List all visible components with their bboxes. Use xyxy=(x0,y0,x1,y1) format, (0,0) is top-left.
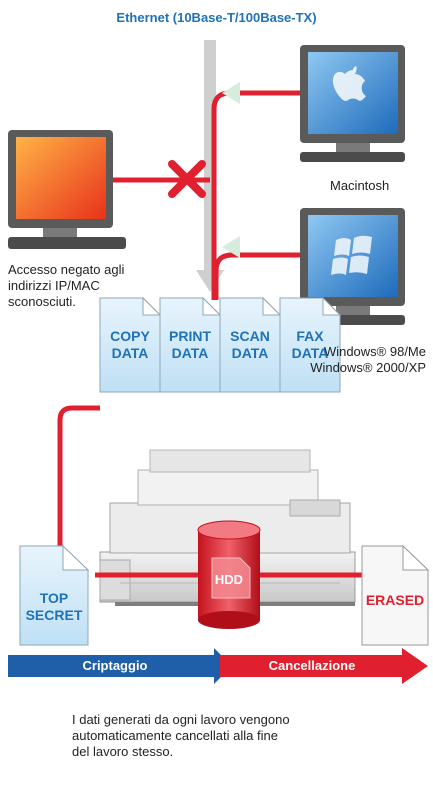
windows-connection xyxy=(213,236,300,300)
erased-document-icon xyxy=(361,544,430,646)
erased-label: ERASED xyxy=(365,592,425,608)
hdd-icon xyxy=(197,520,261,629)
encryption-label: Criptaggio xyxy=(82,658,148,673)
mac-label: Macintosh xyxy=(330,178,390,193)
blocked-x-icon xyxy=(168,160,206,198)
windows-label: Windows® 98/Me Windows® 2000/XP xyxy=(286,344,426,376)
encryption-link xyxy=(57,405,100,555)
mac-connection xyxy=(211,82,300,300)
doc-line1: PRINT xyxy=(169,328,211,344)
diagram-title: Ethernet (10Base-T/100Base-TX) xyxy=(116,10,317,25)
doc-line2: DATA xyxy=(111,345,149,361)
print-data-label: PRINT DATA xyxy=(160,328,220,362)
top-secret-line1: TOP xyxy=(39,590,69,606)
doc-line2: DATA xyxy=(231,345,269,361)
fax-data-label: FAX DATA xyxy=(280,328,340,362)
doc-line1: FAX xyxy=(296,328,324,344)
encryption-arrow xyxy=(8,648,232,684)
mac-computer-icon xyxy=(300,45,405,162)
footer-line1: I dati generati da ogni lavoro vengono xyxy=(72,712,290,727)
footer-line3: del lavoro stesso. xyxy=(72,744,174,759)
top-secret-label: TOP SECRET xyxy=(20,590,88,624)
windows-label-line2: Windows® 2000/XP xyxy=(310,360,426,375)
footer-description: I dati generati da ogni lavoro vengono a… xyxy=(72,712,372,760)
doc-line1: SCAN xyxy=(230,328,270,344)
denied-line1: Accesso negato agli xyxy=(8,262,125,277)
deletion-arrow xyxy=(220,648,428,684)
access-denied-label: Accesso negato agli indirizzi IP/MAC sco… xyxy=(8,262,178,310)
doc-line2: DATA xyxy=(171,345,209,361)
scan-data-label: SCAN DATA xyxy=(220,328,280,362)
top-secret-document-icon xyxy=(19,544,90,646)
windows-computer-icon xyxy=(300,208,405,325)
windows-label-line1: Windows® 98/Me xyxy=(323,344,426,359)
document-icons xyxy=(99,296,342,393)
footer-line2: automaticamente cancellati alla fine xyxy=(72,728,278,743)
denied-computer-icon xyxy=(8,130,126,249)
copy-data-label: COPY DATA xyxy=(100,328,160,362)
deletion-label: Cancellazione xyxy=(268,658,356,673)
doc-line2: DATA xyxy=(291,345,329,361)
denied-line2: indirizzi IP/MAC xyxy=(8,278,100,293)
hdd-label: HDD xyxy=(214,572,244,587)
doc-line1: COPY xyxy=(110,328,150,344)
top-secret-line2: SECRET xyxy=(25,607,83,623)
denied-line3: sconosciuti. xyxy=(8,294,76,309)
